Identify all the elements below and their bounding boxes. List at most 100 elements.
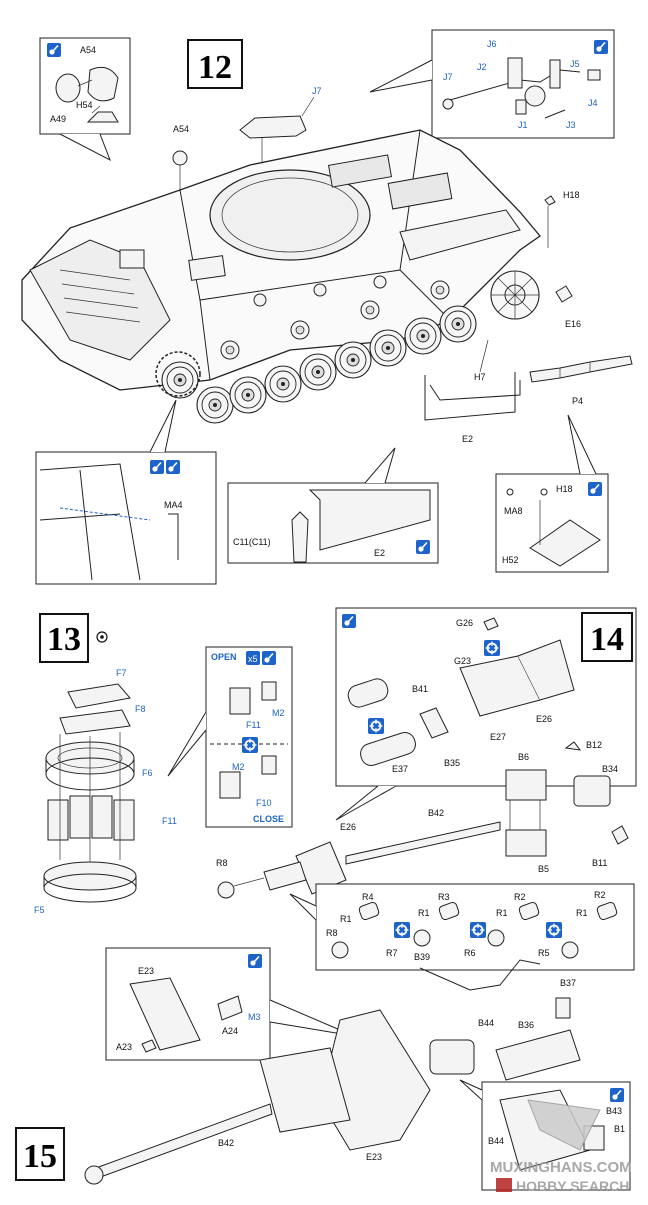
turret-ring	[209, 169, 371, 261]
label-B11: B11	[592, 858, 607, 868]
label-B41: B41	[412, 684, 428, 694]
label-M3: M3	[248, 1012, 261, 1022]
label-E26-b: E26	[340, 822, 356, 832]
label-B44: B44	[478, 1018, 494, 1028]
label-F5: F5	[34, 905, 45, 915]
label-R1-b: R1	[418, 908, 430, 918]
step-12-number: 12	[198, 49, 232, 86]
callout-e23: E23 A24 M3 A23	[105, 947, 355, 1061]
label-A54-b: A54	[173, 124, 189, 134]
label-R3: R3	[438, 892, 450, 902]
callout-hatch-open-close: OPEN x5 F11 M2 M2 F10 CLOSE	[167, 646, 293, 828]
label-J4: J4	[588, 98, 598, 108]
label-A54: A54	[80, 45, 96, 55]
watermark-line2: HOBBY SEARCH	[516, 1178, 629, 1194]
label-B1: B1	[614, 1124, 625, 1134]
label-R1-d: R1	[576, 908, 588, 918]
label-R6: R6	[464, 948, 476, 958]
step-15-number: 15	[23, 1138, 57, 1175]
label-A49: A49	[50, 114, 66, 124]
label-close: CLOSE	[253, 814, 284, 824]
label-R5: R5	[538, 948, 550, 958]
label-B5: B5	[538, 864, 549, 874]
step-15: E23 A24 M3 A23 B39 B37 B44 B36 E23 B42	[15, 947, 631, 1191]
label-E23-b: E23	[366, 1152, 382, 1162]
label-A24: A24	[222, 1026, 238, 1036]
rotate-icon	[483, 639, 501, 657]
label-R4: R4	[362, 892, 374, 902]
label-G26: G26	[456, 618, 473, 628]
label-MA4: MA4	[164, 500, 183, 510]
glue-icon	[261, 650, 277, 666]
label-times: x5	[248, 654, 258, 664]
label-J1: J1	[518, 120, 528, 130]
label-open: OPEN	[211, 652, 237, 662]
callout-r-parts: R4 R3 R2 R2 R1 R1 R1 R1 R8 R7 R6 R5	[289, 883, 635, 971]
label-E26: E26	[536, 714, 552, 724]
rotate-icon	[393, 921, 411, 939]
watermark: MUXINGHANS.COM HOBBY SEARCH	[490, 1099, 632, 1194]
step-14-box	[581, 612, 633, 662]
step-15-box	[15, 1127, 65, 1181]
step-14: 14 G26 G23 E26 E27 B41 B35 E37 B6 B5 B12	[216, 607, 637, 971]
label-B6: B6	[518, 752, 529, 762]
label-E27: E27	[490, 732, 506, 742]
tank-hull	[21, 129, 541, 391]
label-B42: B42	[428, 808, 444, 818]
rotate-icon	[545, 921, 563, 939]
step-14-number: 14	[590, 621, 624, 658]
step-13: 13 F7 F8 F6 F11 F5 OPEN	[34, 613, 293, 915]
label-R7: R7	[386, 948, 398, 958]
label-E37: E37	[392, 764, 408, 774]
label-F10: F10	[256, 798, 272, 808]
label-H52: H52	[502, 555, 519, 565]
label-J5: J5	[570, 59, 580, 69]
label-E2: E2	[462, 434, 473, 444]
glue-icon	[165, 459, 181, 475]
label-M2: M2	[272, 708, 285, 718]
glue-icon	[415, 539, 431, 555]
label-R2-b: R2	[594, 890, 606, 900]
label-P4: P4	[572, 396, 583, 406]
label-A23: A23	[116, 1042, 132, 1052]
glue-icon	[593, 39, 609, 55]
gun-assembly: B6 B5 B12 B34 B11 B42 E26 R8	[216, 740, 629, 899]
label-C11: C11(C11)	[233, 537, 271, 547]
step-12-box	[187, 39, 243, 89]
glue-icon	[609, 1087, 625, 1103]
glue-icon	[247, 953, 263, 969]
callout-h52: MA8 H18 H52	[495, 414, 609, 573]
label-E23: E23	[138, 966, 154, 976]
label-F11: F11	[162, 816, 177, 826]
label-G23: G23	[454, 656, 471, 666]
step-13-box	[39, 613, 89, 663]
rotate-icon	[241, 736, 259, 754]
watermark-line1: MUXINGHANS.COM	[490, 1159, 632, 1176]
label-B37: B37	[560, 978, 576, 988]
label-J7-top: J7	[312, 86, 322, 96]
label-J2: J2	[477, 62, 487, 72]
cupola-assembly: F7 F8 F6 F11 F5	[34, 668, 177, 915]
label-B42-b: B42	[218, 1138, 234, 1148]
label-B39: B39	[414, 952, 430, 962]
label-J7: J7	[443, 72, 453, 82]
glue-icon	[587, 481, 603, 497]
label-H18: H18	[563, 190, 580, 200]
step-12: 12 A54 A49 H54 J6	[21, 29, 633, 585]
label-R2: R2	[514, 892, 526, 902]
rotate-icon	[469, 921, 487, 939]
label-MA8: MA8	[504, 506, 523, 516]
label-F11-b: F11	[246, 720, 261, 730]
label-J6: J6	[487, 39, 497, 49]
label-E2-b: E2	[374, 548, 385, 558]
label-H18-b: H18	[556, 484, 573, 494]
label-M2-b: M2	[232, 762, 245, 772]
label-F7: F7	[116, 668, 127, 678]
label-B43: B43	[606, 1106, 622, 1116]
glue-icon	[341, 613, 357, 629]
glue-icon	[46, 42, 62, 58]
label-R1-a: R1	[340, 914, 352, 924]
label-R8-b: R8	[326, 928, 338, 938]
label-B12: B12	[586, 740, 602, 750]
